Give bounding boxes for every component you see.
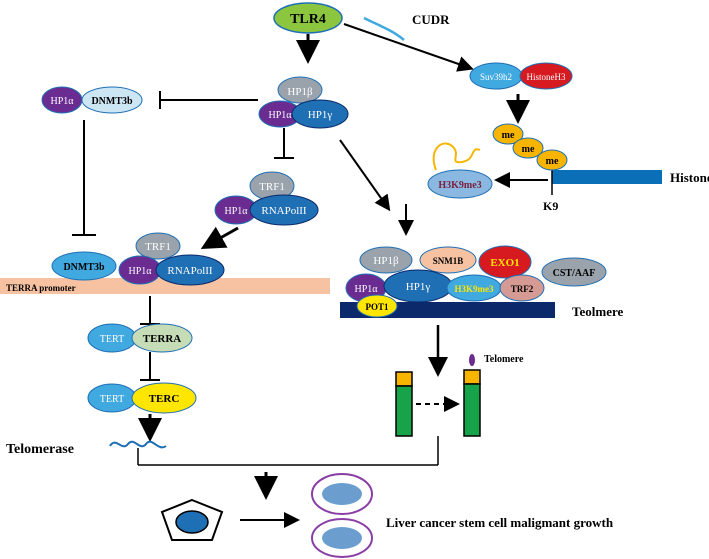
hp1b-tel-node: [359, 246, 413, 274]
arrow-tlr4-suv39h2: [343, 23, 474, 72]
chromosome-left-icon: [395, 371, 413, 437]
me-label-3: me: [546, 156, 559, 167]
dnmt3b-low-label: DNMT3b: [63, 262, 105, 273]
terra-promoter-label: TERRA promoter: [6, 283, 76, 293]
hp1a-mid-label: HP1α: [224, 206, 248, 217]
exo1-label: EXO1: [490, 257, 519, 269]
hp1g-top-label: HP1γ: [308, 109, 333, 121]
tlr4-node: [273, 2, 343, 34]
telomerase-rna-icon: [109, 440, 167, 449]
arrow-hp1-telomere: [339, 139, 391, 212]
dnmt3b-left-node: [81, 86, 143, 114]
me-node-1: [492, 123, 524, 145]
cancer-cell-upper-icon: [311, 473, 373, 515]
chromosome-right-icon: [463, 354, 481, 437]
dnmt3b-low-node: [51, 251, 117, 281]
hp1b-tel-label: HP1β: [373, 255, 399, 267]
hp1b-top-label: HP1β: [287, 86, 313, 98]
trf1-mid-label: TRF1: [259, 181, 285, 193]
terra-promoter-band: [0, 278, 330, 294]
terc-node: [131, 382, 197, 414]
arrow-trf1-trf1: [200, 226, 239, 249]
telomerase-label: Telomerase: [6, 442, 74, 457]
telomere-label: Telomere: [484, 354, 524, 365]
histoneh3-node-label: HistoneH3: [527, 72, 566, 82]
outcome-label: Liver cancer stem cell maligmant growth: [386, 515, 614, 530]
trf1-low-label: TRF1: [145, 241, 171, 253]
hp1g-tel-label: HP1γ: [406, 281, 431, 293]
cst-aaf-node: [541, 257, 607, 287]
hp1a-low-label: HP1α: [128, 266, 152, 277]
trf2-label: TRF2: [511, 284, 534, 294]
k9-label: K9: [543, 199, 558, 213]
histone-tail-icon: [432, 142, 481, 171]
snm1b-node: [419, 246, 477, 274]
exo1-node: [478, 245, 532, 279]
me-label-1: me: [502, 130, 515, 141]
histone-h3-band: [552, 170, 662, 184]
suv39h2-label: Suv39h2: [480, 72, 512, 82]
tlr4-label: TLR4: [290, 12, 326, 27]
snm1b-label: SNM1B: [433, 256, 464, 266]
hp1g-top-node: [291, 99, 349, 129]
tert2-label: TERT: [100, 394, 124, 405]
cudr-label: CUDR: [412, 12, 450, 27]
h3k9me3-tel-label: H3K9me3: [455, 284, 494, 294]
h3k9me3-mid-node: [427, 169, 493, 199]
hp1a-tel-label: HP1α: [354, 284, 378, 295]
terra-node: [131, 323, 193, 353]
hp1a-top-label: HP1α: [268, 110, 292, 121]
tert1-label: TERT: [100, 334, 124, 345]
hp1b-top-node: [277, 76, 323, 104]
rnapolii-mid-label: RNAPolII: [261, 205, 307, 217]
stem-cell-icon: [160, 498, 224, 541]
cancer-cell-lower-icon: [311, 518, 373, 558]
pot1-label: POT1: [365, 302, 389, 312]
me-label-2: me: [522, 144, 535, 155]
rnapolii-mid-node: [249, 194, 319, 226]
histoneh3-node: [519, 62, 573, 90]
trf1-low-node: [135, 232, 181, 260]
cudr-rna-icon: [363, 16, 405, 41]
trf2-node: [499, 274, 545, 302]
pot1-node: [356, 294, 398, 318]
terra-label: TERRA: [143, 333, 182, 345]
rnapolii-low-label: RNAPolII: [167, 265, 213, 277]
teolmere-label: Teolmere: [572, 304, 623, 319]
terc-label: TERC: [149, 393, 180, 405]
h3k9me3-mid-label: H3K9me3: [438, 180, 481, 191]
hp1a-left-label: HP1α: [50, 96, 74, 107]
me-node-2: [512, 137, 544, 159]
histone-h3-label: Histone H3: [670, 170, 709, 185]
me-node-3: [536, 149, 568, 171]
dnmt3b-left-label: DNMT3b: [91, 96, 133, 107]
cst-aaf-label: CST/AAF: [553, 268, 596, 279]
rnapolii-low-node: [155, 254, 225, 286]
